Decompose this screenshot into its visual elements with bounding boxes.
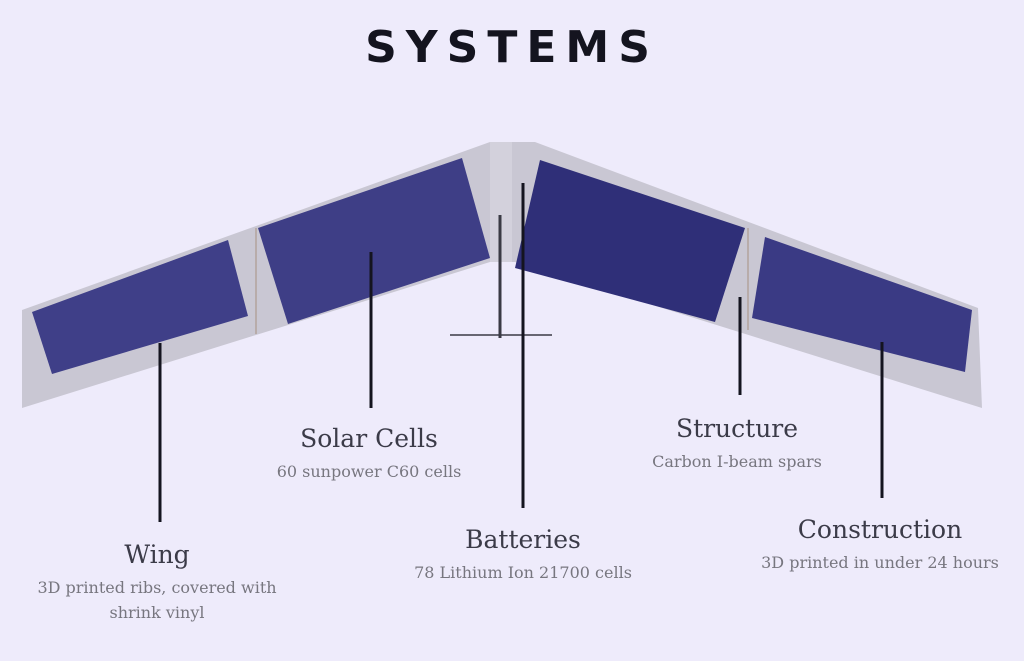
label-batteries-desc: 78 Lithium Ion 21700 cells	[414, 563, 632, 582]
label-structure-desc: Carbon I-beam spars	[652, 452, 822, 471]
solar-panel-left-inner	[258, 158, 490, 324]
label-structure: Structure Carbon I-beam spars	[652, 414, 822, 474]
label-construction-heading: Construction	[797, 515, 963, 544]
label-solar: Solar Cells 60 sunpower C60 cells	[277, 424, 462, 484]
label-structure-heading: Structure	[675, 414, 799, 443]
wing-center-section	[490, 142, 512, 262]
label-solar-heading: Solar Cells	[300, 424, 438, 453]
label-batteries: Batteries 78 Lithium Ion 21700 cells	[414, 525, 632, 585]
label-construction-desc: 3D printed in under 24 hours	[761, 553, 999, 572]
label-wing-desc-2: shrink vinyl	[109, 603, 205, 622]
label-solar-desc: 60 sunpower C60 cells	[276, 462, 462, 481]
label-wing-desc-1: 3D printed ribs, covered with	[37, 578, 277, 597]
page-title: SYSTEMS	[365, 22, 659, 73]
label-construction: Construction 3D printed in under 24 hour…	[761, 515, 999, 575]
solar-panel-right-outer	[752, 237, 972, 372]
label-batteries-heading: Batteries	[465, 525, 581, 554]
label-wing-heading: Wing	[124, 540, 190, 569]
solar-panel-right-inner	[515, 160, 745, 322]
label-wing: Wing 3D printed ribs, covered with shrink…	[37, 540, 276, 625]
solar-panel-left-outer	[32, 240, 248, 374]
